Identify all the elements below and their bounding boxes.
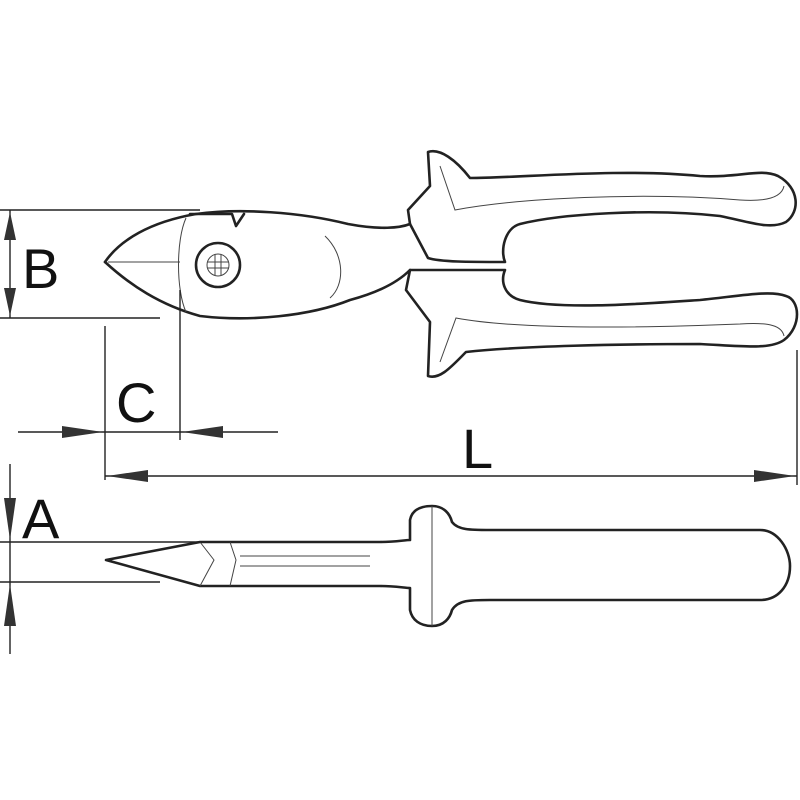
- pliers-top-view: [103, 149, 799, 378]
- dimension-c-label: C: [116, 371, 156, 434]
- dimension-a: A: [0, 464, 230, 654]
- dimension-a-label: A: [22, 487, 60, 550]
- dimension-c: C: [18, 290, 278, 480]
- pliers-side-view: [104, 504, 792, 628]
- dimension-l-label: L: [462, 417, 493, 480]
- dimension-b: B: [0, 209, 200, 319]
- dimension-l: L: [105, 350, 798, 485]
- dimension-b-label: B: [22, 237, 59, 300]
